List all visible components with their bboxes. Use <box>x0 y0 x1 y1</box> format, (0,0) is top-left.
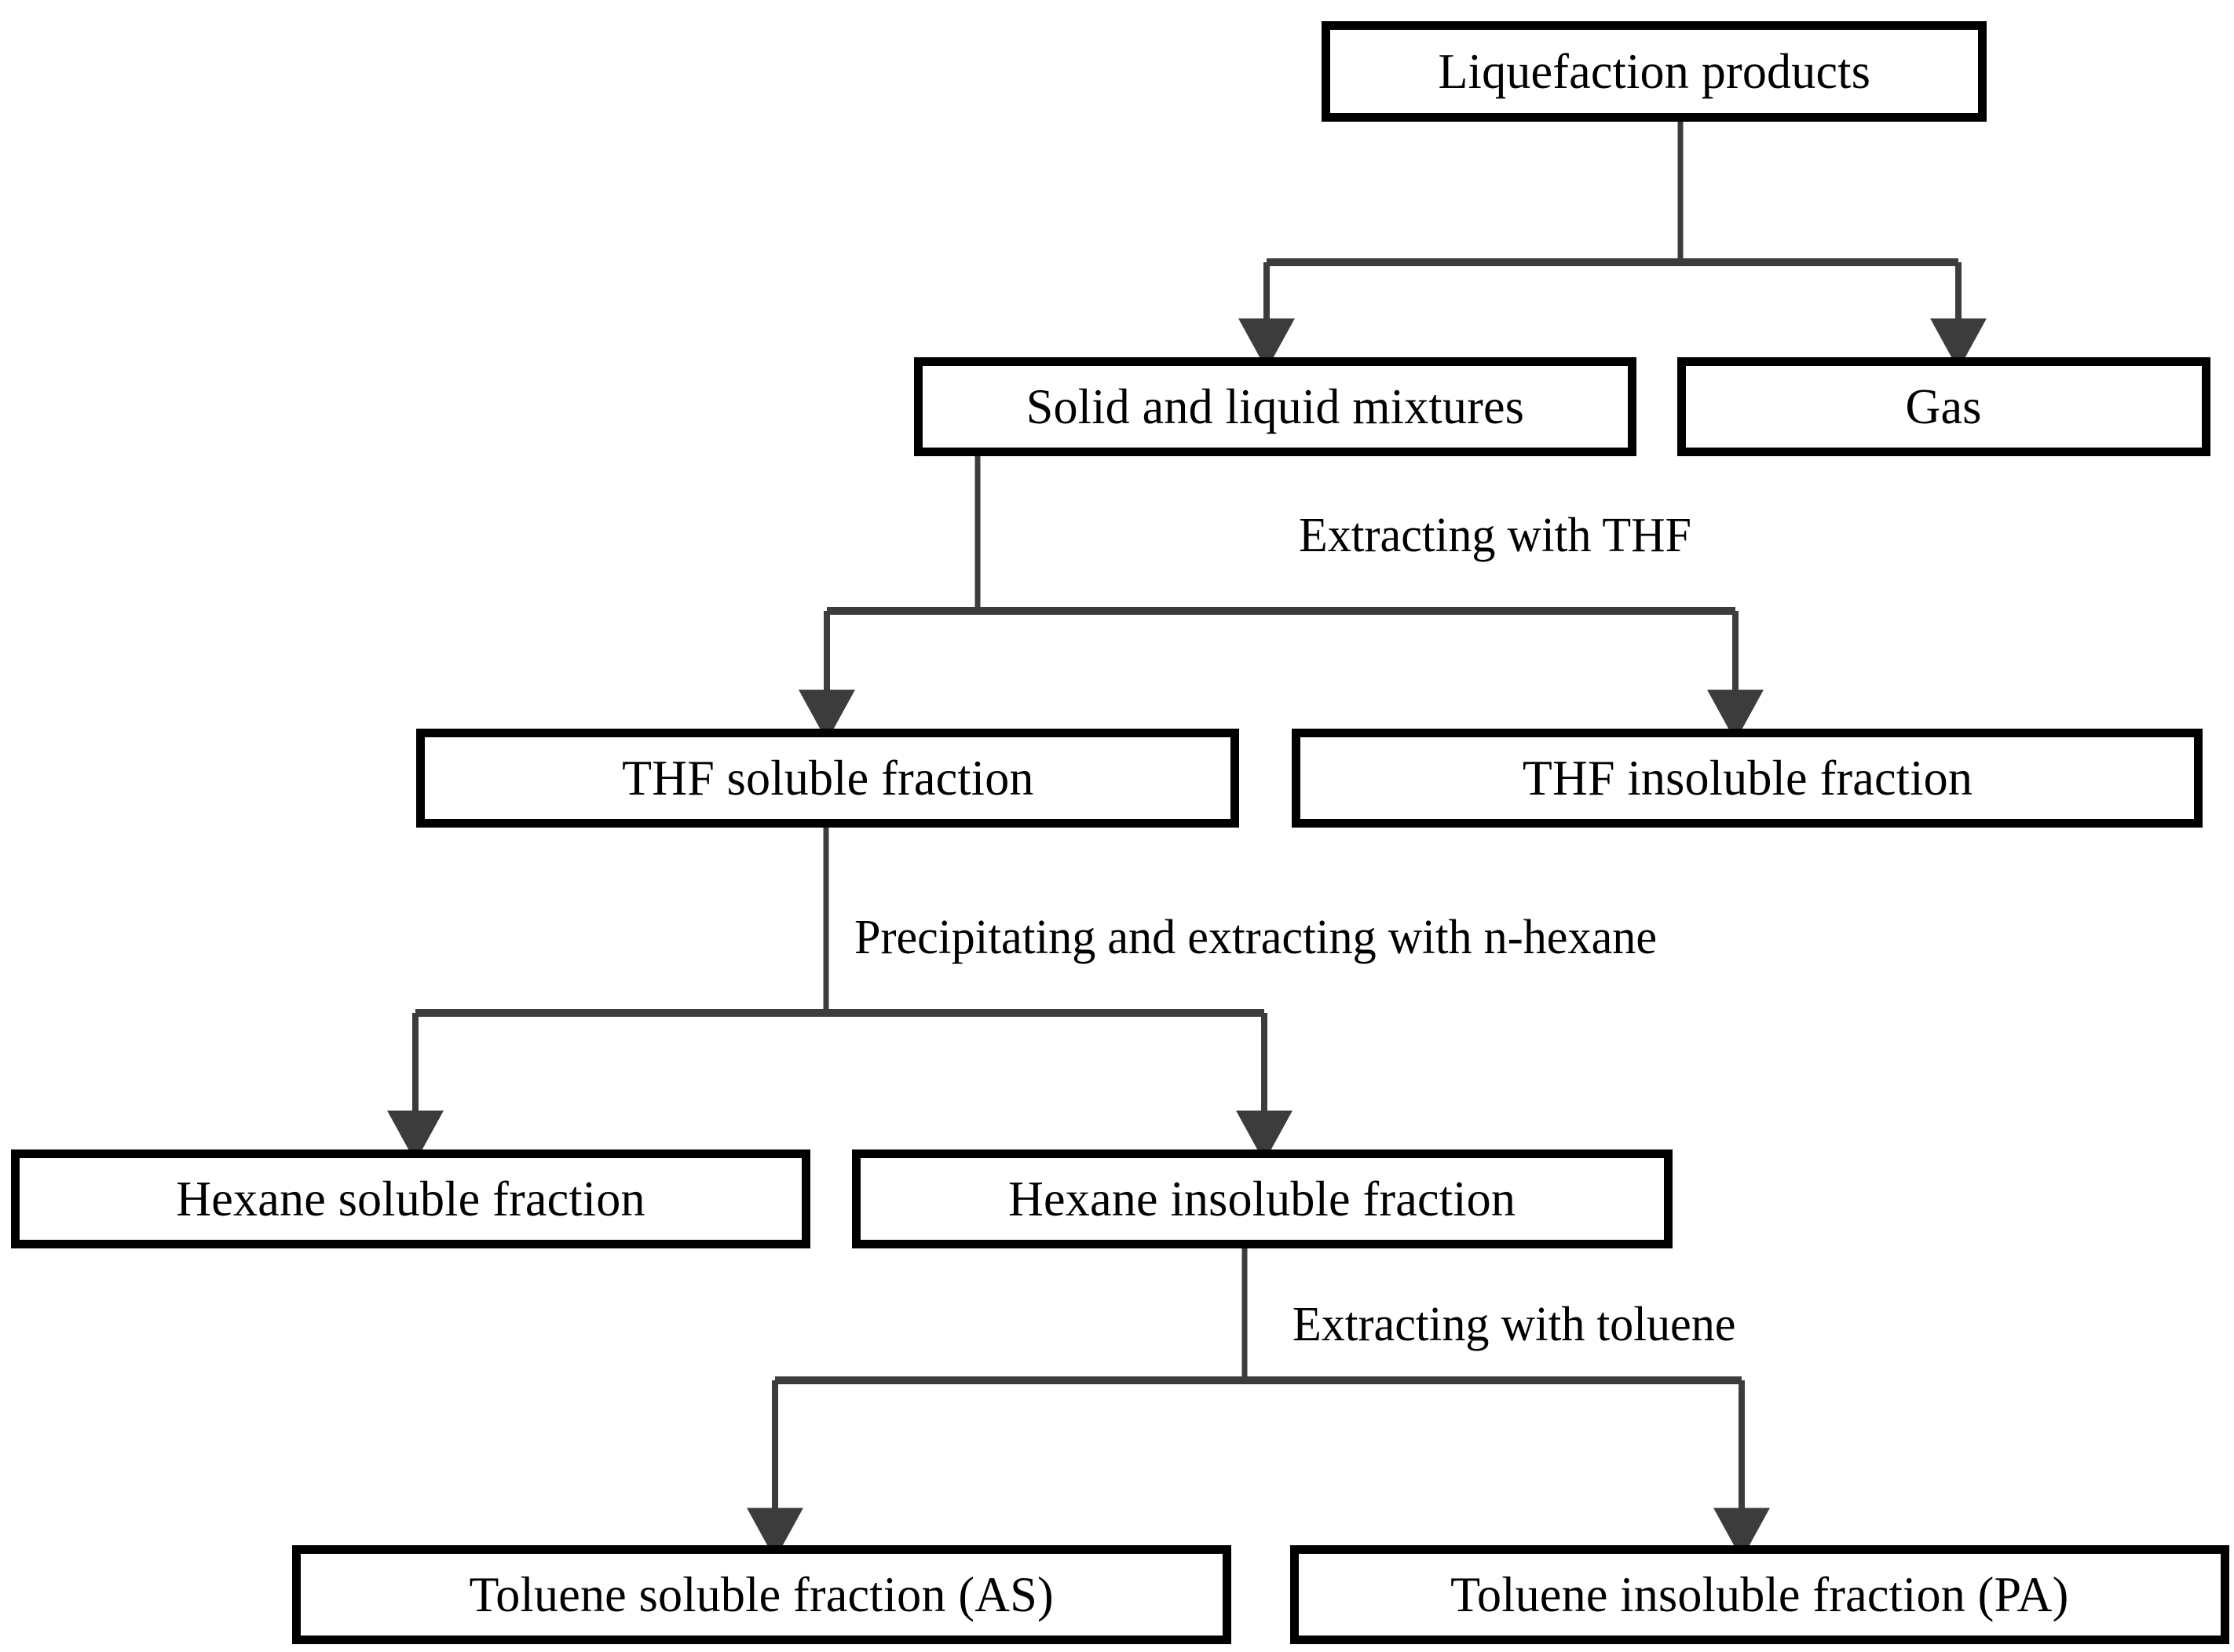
node-label: Solid and liquid mixtures <box>1026 378 1525 434</box>
node-label: Toluene soluble fraction (AS) <box>469 1566 1055 1622</box>
node-hexane-soluble-fraction[interactable]: Hexane soluble fraction <box>11 1149 810 1248</box>
node-label: Liquefaction products <box>1438 43 1870 99</box>
connector-split-mixtures-to-thf-fractions <box>799 456 1764 741</box>
node-thf-soluble-fraction[interactable]: THF soluble fraction <box>416 729 1239 828</box>
node-label: Hexane soluble fraction <box>176 1171 645 1226</box>
node-label: Toluene insoluble fraction (PA) <box>1450 1566 2069 1622</box>
node-label: THF soluble fraction <box>621 750 1034 806</box>
node-solid-and-liquid-mixtures[interactable]: Solid and liquid mixtures <box>914 357 1636 456</box>
edge-label-extracting-with-thf: Extracting with THF <box>1299 509 1692 562</box>
connector-split-liquefaction-to-mixtures-and-gas <box>1238 122 1987 370</box>
node-label: Hexane insoluble fraction <box>1008 1171 1516 1226</box>
node-toluene-insoluble-fraction-pa[interactable]: Toluene insoluble fraction (PA) <box>1290 1545 2229 1644</box>
connector-split-hexane-insoluble-to-toluene-fractions <box>747 1248 1770 1559</box>
node-label: Gas <box>1905 378 1983 434</box>
connector-split-thf-soluble-to-hexane-fractions <box>387 828 1293 1162</box>
node-liquefaction-products[interactable]: Liquefaction products <box>1322 21 1987 122</box>
node-label: THF insoluble fraction <box>1522 750 1973 806</box>
edge-label-precipitating-and-extracting-with-n-hexane: Precipitating and extracting with n-hexa… <box>854 911 1658 964</box>
node-hexane-insoluble-fraction[interactable]: Hexane insoluble fraction <box>852 1149 1673 1248</box>
node-thf-insoluble-fraction[interactable]: THF insoluble fraction <box>1292 729 2203 828</box>
node-toluene-soluble-fraction-as[interactable]: Toluene soluble fraction (AS) <box>292 1545 1231 1644</box>
node-gas[interactable]: Gas <box>1677 357 2210 456</box>
edge-label-extracting-with-toluene: Extracting with toluene <box>1293 1298 1736 1351</box>
